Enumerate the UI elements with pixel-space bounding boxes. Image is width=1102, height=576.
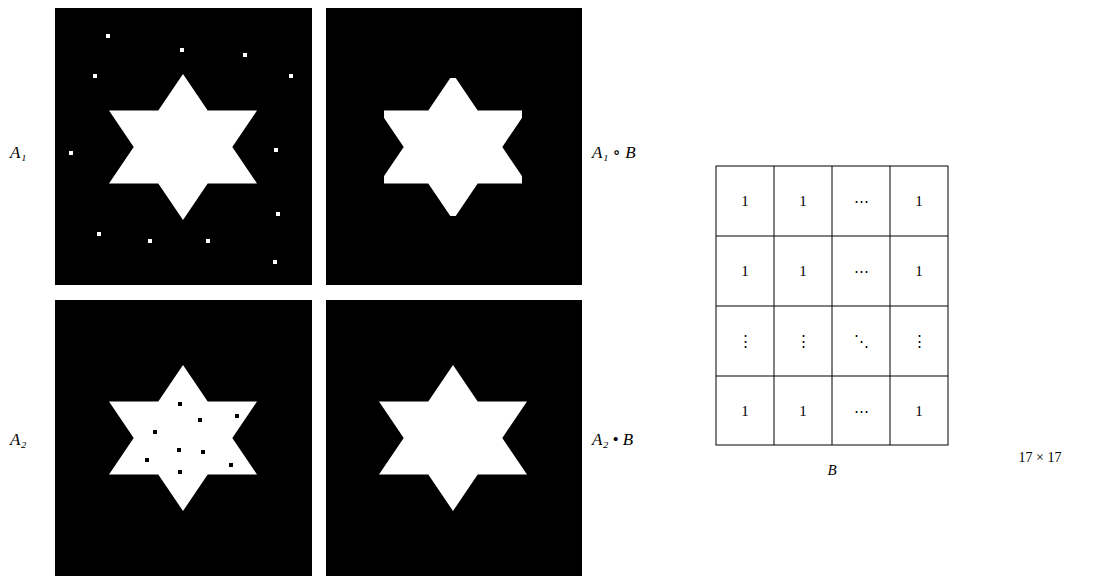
matrix-cell: 1 bbox=[799, 263, 807, 280]
salt-noise-dot bbox=[69, 151, 73, 155]
matrix-cell: 1 bbox=[799, 193, 807, 210]
matrix-cell: ⋮ bbox=[796, 333, 811, 350]
image-closing-panel bbox=[326, 300, 582, 576]
image-label: A₂ bbox=[10, 431, 26, 450]
tip-cut bbox=[443, 216, 463, 222]
matrix-cell: 1 bbox=[741, 263, 749, 280]
salt-noise-dot bbox=[106, 34, 110, 38]
tip-cut bbox=[522, 174, 529, 194]
tip-cut bbox=[377, 101, 384, 121]
image-label: A₂ • B bbox=[592, 431, 633, 450]
matrix-cell: 1 bbox=[915, 403, 923, 420]
matrix-cell: 1 bbox=[741, 403, 749, 420]
closed-star bbox=[379, 365, 527, 511]
salt-noise-dot bbox=[243, 53, 247, 57]
salt-noise-dot bbox=[289, 74, 293, 78]
salt-noise-dot bbox=[93, 74, 97, 78]
grid-border bbox=[716, 166, 948, 445]
matrix-cell: ⋯ bbox=[854, 403, 869, 420]
pepper-noise-dot bbox=[145, 458, 149, 462]
pepper-noise-dot bbox=[177, 448, 181, 452]
salt-noise-dot bbox=[180, 48, 184, 52]
salt-noise-dot bbox=[276, 212, 280, 216]
pepper-noise-dot bbox=[235, 414, 239, 418]
grid-line bbox=[716, 236, 948, 237]
matrix-cell: 1 bbox=[741, 193, 749, 210]
noisy-star bbox=[109, 74, 257, 220]
salt-noise-dot bbox=[97, 232, 101, 236]
image-opening-panel bbox=[326, 8, 582, 285]
matrix-name: B bbox=[827, 462, 836, 479]
star-shapes bbox=[109, 72, 529, 511]
image-a2-panel bbox=[55, 300, 312, 576]
matrix-cell: 1 bbox=[915, 193, 923, 210]
matrix-cell: ⋯ bbox=[854, 263, 869, 280]
salt-noise-dot bbox=[273, 260, 277, 264]
matrix-size: 17 × 17 bbox=[1019, 450, 1062, 465]
pepper-noise-dot bbox=[201, 450, 205, 454]
pepper-noise-dot bbox=[229, 463, 233, 467]
pepper-noise-dot bbox=[153, 430, 157, 434]
pepper-noise-dot bbox=[178, 470, 182, 474]
matrix-cell: ⋱ bbox=[854, 333, 869, 350]
pepper-noise-dot bbox=[178, 402, 182, 406]
matrix-cell: 1 bbox=[915, 263, 923, 280]
tip-cut bbox=[377, 174, 384, 194]
matrix-cell: ⋯ bbox=[854, 193, 869, 210]
salt-noise-dot bbox=[206, 239, 210, 243]
tip-cut bbox=[443, 72, 463, 78]
salt-noise-dot bbox=[274, 148, 278, 152]
salt-noise-dot bbox=[148, 239, 152, 243]
pepper-noise-dot bbox=[198, 418, 202, 422]
image-label: A₁ bbox=[10, 144, 26, 163]
matrix-cell: ⋮ bbox=[738, 333, 753, 350]
image-label: A₁ ∘ B bbox=[592, 144, 636, 163]
matrix-cell: ⋮ bbox=[912, 333, 927, 350]
opened-star bbox=[379, 74, 527, 220]
grid-line bbox=[716, 306, 948, 307]
tip-cut bbox=[522, 101, 529, 121]
structuring-element-grid bbox=[716, 166, 948, 445]
holed-star bbox=[109, 365, 257, 511]
noise-dots bbox=[69, 34, 293, 474]
grid-line bbox=[716, 376, 948, 377]
matrix-cell: 1 bbox=[799, 403, 807, 420]
image-a1-panel bbox=[55, 8, 312, 285]
